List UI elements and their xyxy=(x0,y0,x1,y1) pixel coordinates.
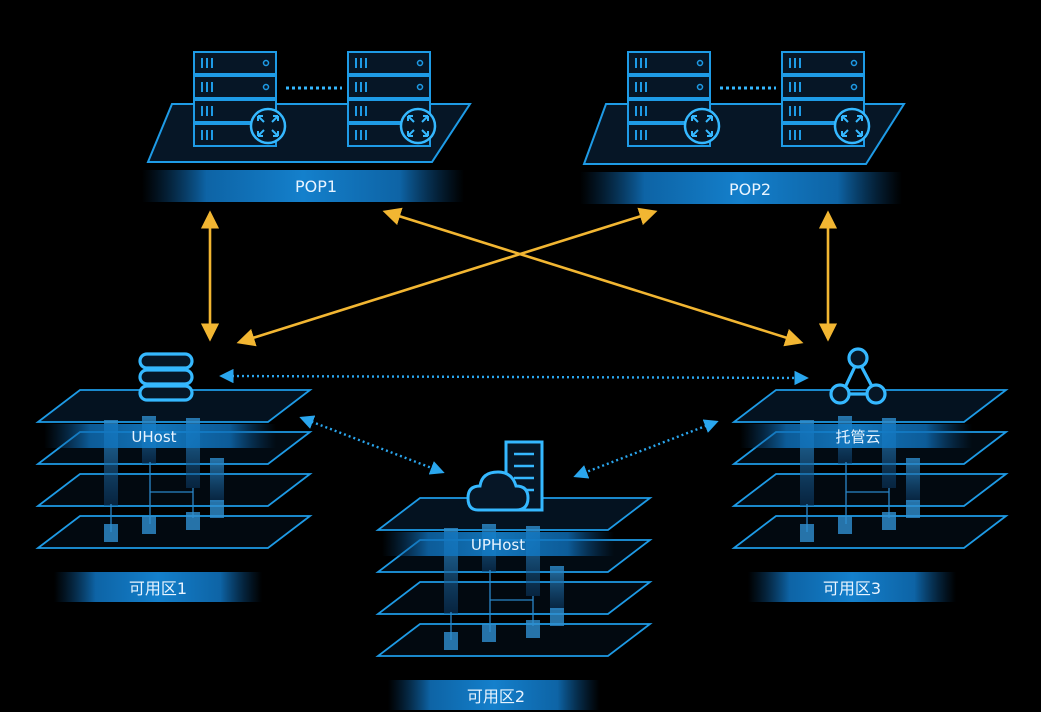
zone2-node: UPHost 可用区2 xyxy=(377,440,651,710)
database-stack-icon xyxy=(138,352,194,402)
pop1-rack-left xyxy=(193,51,287,147)
zone3-service-label: 托管云 xyxy=(835,428,880,446)
zone3-label: 可用区3 xyxy=(823,579,881,598)
pop1-node: POP1 xyxy=(142,51,472,202)
zone1-label-bar xyxy=(54,572,262,602)
zone3-label-bar xyxy=(748,572,956,602)
zone2-service-bar xyxy=(382,532,614,556)
link-zone1-zone3 xyxy=(219,368,809,386)
link-zone1-zone2 xyxy=(299,415,445,475)
cloud-server-icon xyxy=(466,440,544,512)
pop1-rack-right xyxy=(347,51,437,147)
pop1-label-bar xyxy=(142,170,464,202)
zone3-node: 托管云 可用区3 xyxy=(733,347,1007,602)
link-zone3-zone2 xyxy=(573,419,719,479)
zone3-service-bar xyxy=(740,424,972,448)
zone2-label-bar xyxy=(388,680,600,710)
zone1-layer-stack xyxy=(37,389,311,549)
cluster-network-icon xyxy=(829,347,887,405)
pop2-label-bar xyxy=(580,172,902,204)
pop1-label: POP1 xyxy=(295,177,337,196)
zone1-service-label: UHost xyxy=(131,428,176,446)
zone2-label: 可用区2 xyxy=(467,687,525,706)
zone2-layer-stack xyxy=(377,497,651,657)
zone1-node: UHost 可用区1 xyxy=(37,352,311,602)
zone1-label: 可用区1 xyxy=(129,579,187,598)
zone-links xyxy=(219,368,809,479)
zone2-service-label: UPHost xyxy=(471,536,525,554)
zone1-service-bar xyxy=(44,424,276,448)
pop-links xyxy=(200,207,838,347)
pop2-rack-right xyxy=(781,51,871,147)
pop2-rack-left xyxy=(627,51,721,147)
pop2-label: POP2 xyxy=(729,180,771,199)
pop2-node: POP2 xyxy=(580,51,906,204)
zone3-layer-stack xyxy=(733,389,1007,549)
link-pop2-zone1 xyxy=(236,207,658,347)
